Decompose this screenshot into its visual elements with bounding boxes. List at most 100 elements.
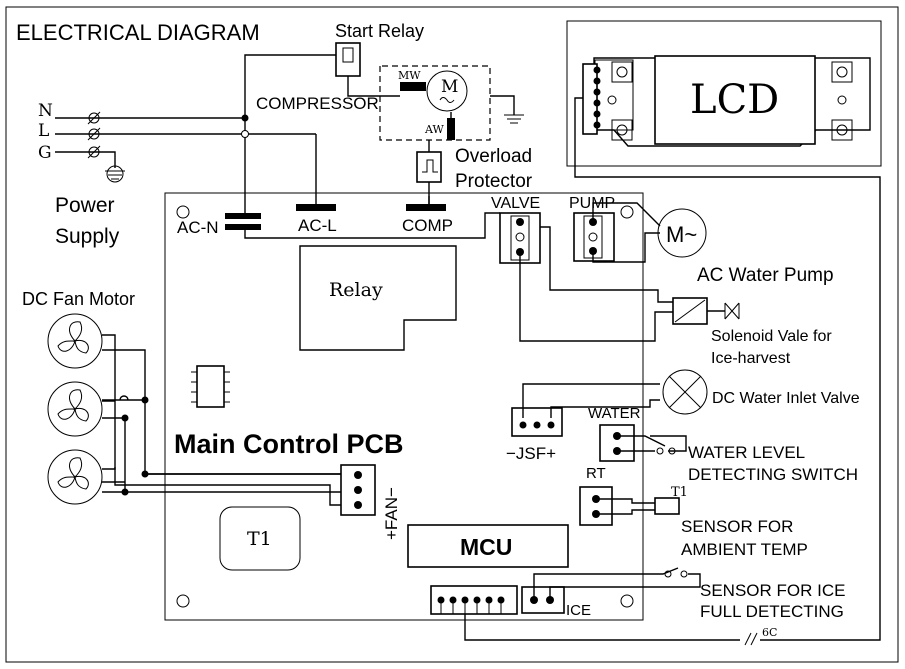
wire-inlet-valve (522, 383, 660, 418)
ac-l-label: AC-L (298, 216, 337, 235)
fan-pin-1 (354, 471, 362, 479)
wire-fans (102, 334, 341, 493)
junction-n (241, 114, 249, 122)
inlet-valve-group: DC Water Inlet Valve (522, 369, 860, 418)
pcb-hole-tl (176, 205, 190, 219)
ice-sensor-group: SENSOR FOR ICE FULL DETECTING (533, 567, 845, 621)
lcd-screw-br-hole (836, 124, 848, 136)
solenoid-diagonal (674, 299, 706, 323)
valve-pin-1 (516, 218, 524, 226)
ic-chip (196, 365, 225, 408)
wire-solenoid (519, 226, 673, 342)
inlet-valve-icon (662, 369, 708, 415)
pcb-hole-tr (620, 205, 634, 219)
ac-water-pump-label: AC Water Pump (697, 265, 834, 286)
relay-outline (299, 245, 457, 351)
ambient-sensor-group: T1 SENSOR FOR AMBIENT TEMP (596, 485, 808, 559)
jsf-pin-1 (519, 421, 527, 429)
pump-group: M~ AC Water Pump (592, 202, 834, 286)
ic-chip-pins (191, 371, 230, 403)
mw-label: MW (398, 69, 421, 82)
ac-l-terminal (296, 204, 336, 211)
solenoid-group: Solenoid Vale for Ice-harvest (519, 226, 832, 367)
fan-junction-4 (121, 488, 129, 496)
water-connector (599, 424, 635, 462)
mcu-label: MCU (460, 534, 512, 560)
rt-connector (579, 486, 613, 526)
fan-pin-3 (354, 501, 362, 509)
compressor-motor-icon (426, 70, 468, 112)
ambient-sensor-body (654, 497, 680, 515)
solenoid-label-1: Solenoid Vale for (711, 328, 832, 345)
lcd-module: LCD 6C (464, 20, 882, 646)
valve-pin-2 (515, 232, 525, 242)
fan-pin-2 (354, 486, 362, 494)
wire-pump (592, 202, 661, 263)
ambient-label-2: AMBIENT TEMP (681, 540, 808, 559)
wire-fan-crossover (119, 395, 129, 401)
lcd-connector-pins (593, 66, 601, 129)
compressor-label: COMPRESSOR (256, 94, 379, 113)
wire-n-bus (244, 212, 500, 239)
compressor-motor-label: M (441, 77, 458, 97)
fan-motor-3-icon (47, 449, 103, 505)
t1-label: T1 (247, 528, 272, 550)
valve-icon (724, 302, 740, 320)
compressor-ground-icon (504, 114, 524, 124)
overload-protector-body (416, 151, 442, 183)
inlet-valve-cross-2 (668, 375, 702, 409)
wire-compressor-ground (490, 95, 515, 115)
overload-protector-icon (422, 159, 438, 173)
wire-fans-bus (114, 467, 341, 506)
ice-switch-contact-2 (680, 570, 688, 578)
lcd-screw-tl (611, 61, 633, 83)
aw-winding (447, 118, 455, 140)
comp-terminal (406, 204, 446, 211)
main-pcb: AC-N AC-L COMP Relay Main Control PCB VA… (164, 114, 644, 621)
ac-n-label: AC-N (177, 218, 219, 237)
lcd-hole-right (837, 95, 847, 105)
lcd-screw-br (831, 119, 853, 141)
lcd-screw-tr (831, 61, 853, 83)
overload-label-2: Protector (455, 171, 533, 192)
fan-junction-3 (121, 414, 129, 422)
lcd-screw-tr-hole (836, 66, 848, 78)
aw-label: AW (424, 123, 444, 136)
fan-label: +FAN− (382, 487, 401, 540)
power-supply-label-1: Power (55, 194, 115, 217)
mcu-chip (407, 524, 569, 568)
water-switch-contact-2 (668, 447, 676, 455)
outer-frame (5, 6, 899, 663)
jsf-pin-2 (533, 421, 541, 429)
ground-icon (105, 165, 125, 183)
compressor-group: Start Relay M MW AW COMPRESSOR Overload (244, 21, 533, 206)
water-level-group: WATER LEVEL DETECTING SWITCH (617, 435, 858, 484)
wire-ice-sensor (533, 567, 701, 600)
power-g-label: G (38, 143, 52, 163)
power-supply: N L G Power Supply (38, 101, 316, 248)
pcb-hole-br (620, 594, 634, 608)
mw-winding (400, 82, 426, 91)
overload-label-1: Overload (455, 146, 532, 167)
plug-n-icon (87, 111, 101, 125)
ambient-t1-label: T1 (671, 485, 688, 500)
lcd-hole-left (607, 95, 617, 105)
tilde-icon (439, 97, 455, 103)
ice-switch-contact-1 (664, 570, 672, 578)
relay-label: Relay (329, 279, 383, 301)
ice-sensor-label-1: SENSOR FOR ICE (700, 581, 845, 600)
water-label: WATER (588, 405, 641, 422)
display-connector-leads (440, 600, 502, 614)
fan-motor-2-icon (47, 381, 103, 437)
pump-pin-2 (588, 232, 598, 242)
water-pump-motor-icon (657, 208, 707, 258)
power-l-label: L (38, 121, 49, 141)
start-relay-contact (342, 47, 354, 63)
jsf-pin-3 (547, 421, 555, 429)
plug-l-icon (87, 127, 101, 141)
jsf-label: −JSF+ (506, 444, 556, 463)
power-n-label: N (38, 101, 53, 121)
cable-break-1 (744, 632, 752, 646)
pcb-hole-bl (176, 594, 190, 608)
